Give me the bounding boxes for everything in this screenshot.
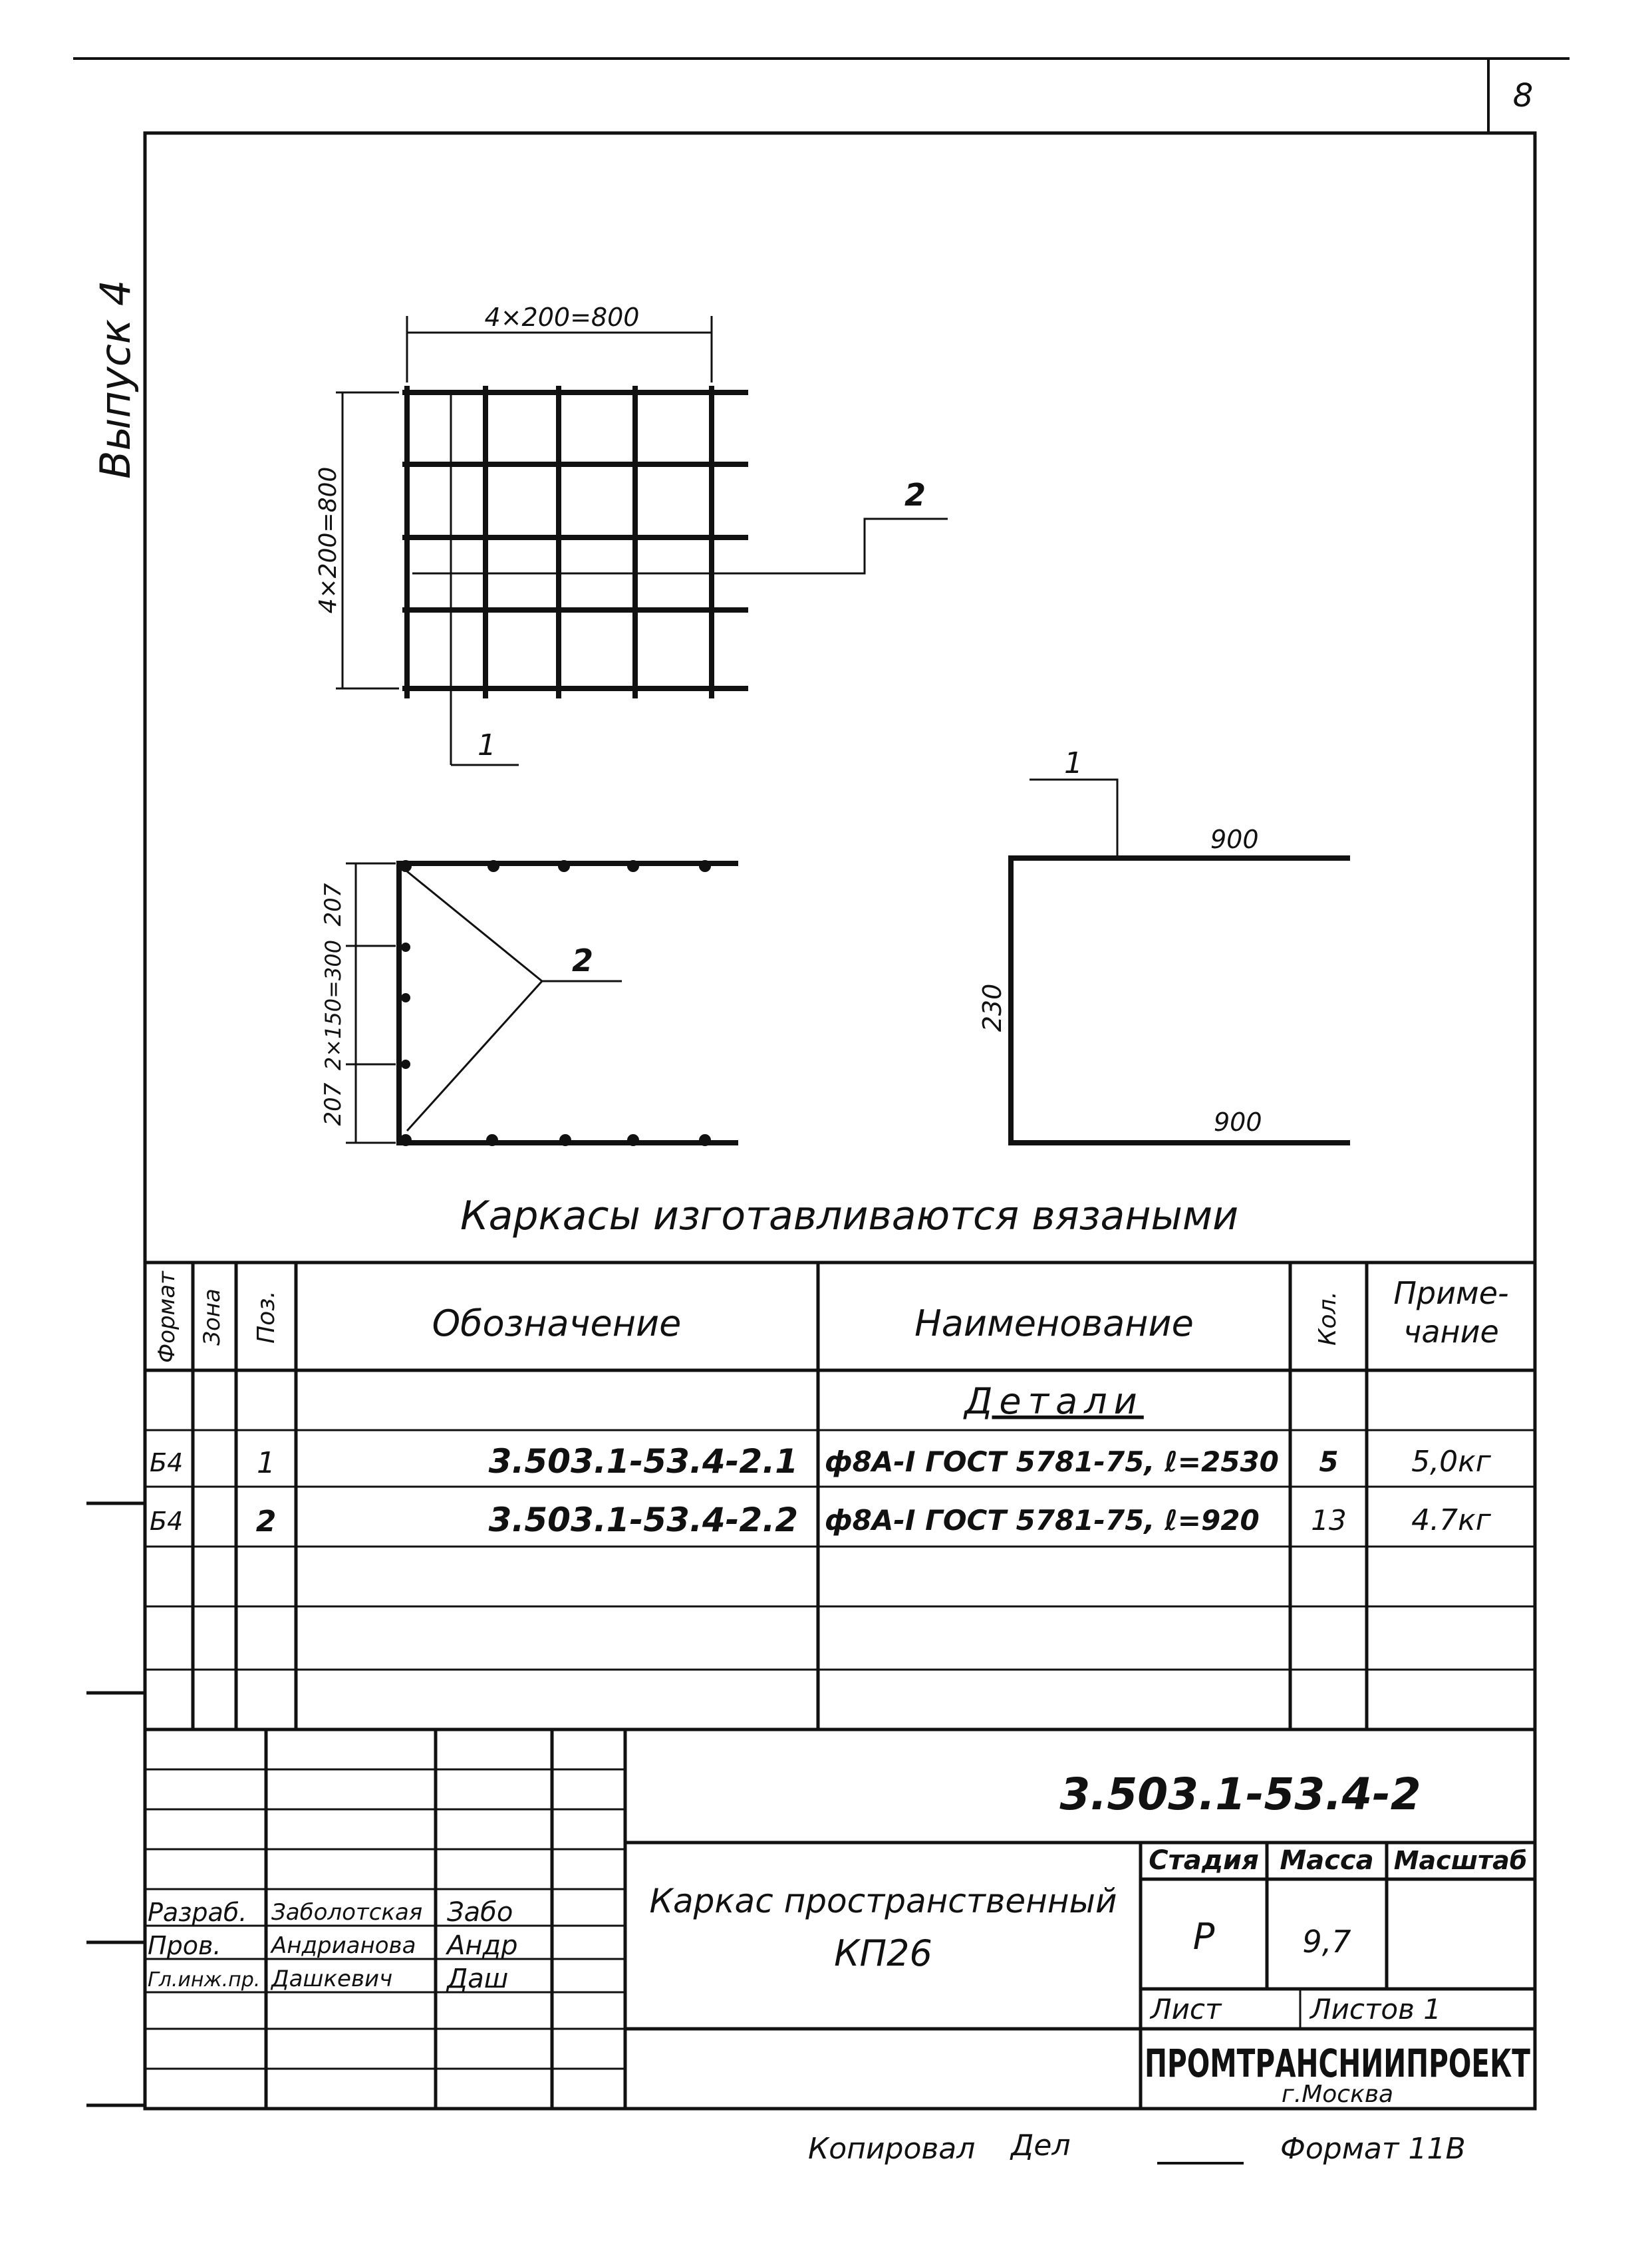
row-2-name: ф8А-I ГОСТ 5781-75, ℓ=920 [825,1504,1260,1537]
row-1-format: Б4 [150,1448,183,1477]
dim-207-bottom: 207 [320,1082,346,1125]
organization-name: ПРОМТРАНСНИИПРОЕКТ [1145,2041,1530,2086]
row-1-designation: 3.503.1-53.4-2.1 [489,1442,798,1481]
table-row: Б4 2 3.503.1-53.4-2.2 ф8А-I ГОСТ 5781-75… [150,1501,1492,1539]
header-note-line2: чание [1403,1314,1499,1350]
mass-value: 9,7 [1302,1924,1351,1960]
table-row: Б4 1 3.503.1-53.4-2.1 ф8А-I ГОСТ 5781-75… [150,1442,1492,1481]
sheet-label: Лист [1149,1993,1222,2025]
signature-row: Пров. Андрианова Андр [148,1930,518,1961]
header-pos: Поз. [253,1290,280,1344]
sign-role-chief-engineer: Гл.инж.пр. [148,1968,260,1992]
row-2-pos: 2 [256,1505,277,1539]
sheets-label: Листов 1 [1309,1993,1441,2025]
dim-207-top: 207 [320,883,346,926]
row-1-name: ф8А-I ГОСТ 5781-75, ℓ=2530 [825,1445,1279,1478]
mass-label: Масса [1280,1845,1373,1876]
bar-1-shape: 1 900 230 900 [978,746,1350,1145]
dim-2x150: 2×150=300 [321,940,346,1070]
row-1-pos: 1 [257,1446,275,1480]
header-name: Наименование [914,1302,1194,1344]
dim-230: 230 [978,984,1007,1032]
cage-section-view: 207 2×150=300 207 2 [320,860,738,1146]
sign-name-developer: Заболотская [271,1899,422,1926]
dim-900-bottom: 900 [1214,1108,1262,1137]
row-1-note: 5,0кг [1411,1445,1492,1479]
side-label: Выпуск 4 [91,280,140,479]
format-label: Формат 11В [1280,2132,1466,2166]
callout-position-1-bar: 1 [1064,746,1083,780]
signature-row: Разраб. Заболотская Забо [148,1897,513,1928]
header-designation: Обозначение [432,1302,682,1344]
copied-signature: Дел [1010,2129,1071,2163]
row-2-note: 4.7кг [1411,1503,1492,1537]
stage-label: Стадия [1149,1845,1259,1876]
signature-row: Гл.инж.пр. Дашкевич Даш [148,1964,508,1994]
section-details: Детали [963,1380,1144,1422]
fabrication-note: Каркасы изготавливаются вязаными [460,1193,1238,1239]
dim-900-top: 900 [1210,825,1259,854]
row-2-format: Б4 [150,1507,183,1536]
callout-position-1-plan: 1 [478,728,496,762]
signature-developer: Забо [447,1897,513,1928]
page-number: 8 [1513,77,1534,114]
sign-role-checker: Пров. [148,1931,221,1960]
specification-table: Формат Зона Поз. Обозначение Наименовани… [145,1261,1535,1731]
header-note-line1: Приме- [1393,1275,1508,1311]
sign-name-chief-engineer: Дашкевич [270,1966,392,1992]
sign-name-checker: Андрианова [270,1932,416,1959]
header-qty: Кол. [1314,1291,1341,1346]
dim-left-mesh: 4×200=800 [315,467,342,614]
signature-checker: Андр [445,1930,518,1961]
title-block: 3.503.1-53.4-2 Каркас пространственный К… [145,1729,1535,2109]
row-2-designation: 3.503.1-53.4-2.2 [489,1501,798,1539]
row-1-qty: 5 [1319,1445,1338,1478]
title-line-2: КП26 [834,1932,932,1974]
callout-position-2-plan: 2 [904,477,926,513]
dim-top-mesh: 4×200=800 [485,303,640,332]
mesh-plan-view: 4×200=800 4×200=800 2 1 [315,303,948,766]
scale-label: Масштаб [1394,1846,1528,1875]
rebar-dots [400,860,711,1146]
stage-value: Р [1193,1916,1215,1958]
header-format: Формат [154,1270,180,1363]
header-zone: Зона [199,1288,225,1346]
signature-chief-engineer: Даш [446,1964,508,1994]
copied-label: Копировал [808,2132,975,2166]
row-2-qty: 13 [1311,1504,1346,1537]
doc-code: 3.503.1-53.4-2 [1059,1769,1421,1820]
footer: Копировал Дел Формат 11В [808,2129,1466,2166]
drawing-frame [143,131,1537,2111]
title-line-1: Каркас пространственный [649,1882,1117,1920]
organization-city: г.Москва [1282,2081,1393,2108]
callout-position-2-section: 2 [572,943,593,978]
sign-role-developer: Разраб. [148,1898,247,1927]
margin-marks [86,1501,145,2107]
